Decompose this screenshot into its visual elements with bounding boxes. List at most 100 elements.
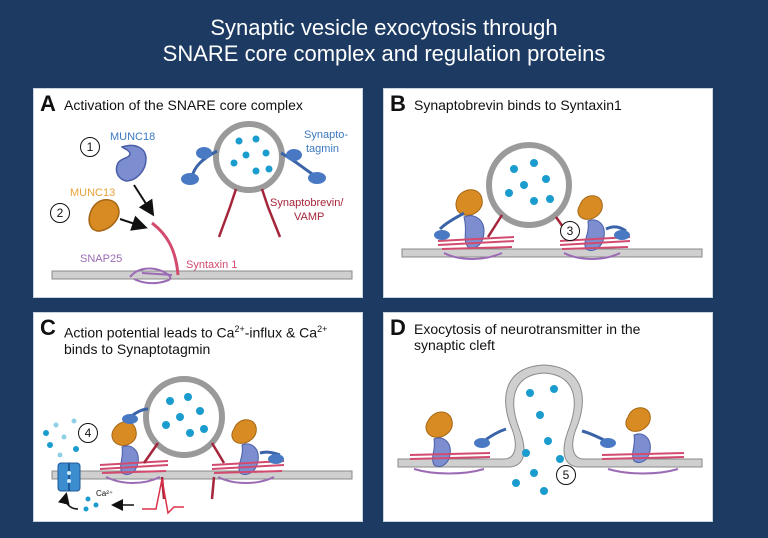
plasma-membrane (51, 270, 353, 280)
synaptotagmin-label-line1: Synapto- (304, 129, 349, 141)
panel-b-title: Synaptobrevin binds to Syntaxin1 (414, 97, 622, 113)
neurotransmitter-dot (262, 149, 270, 157)
calcium-ion (93, 502, 99, 508)
neurotransmitter-dot (536, 411, 544, 419)
munc18-protein (115, 144, 147, 182)
fused-vesicle-membrane (397, 364, 703, 468)
figure-title-line2: SNARE core complex and regulation protei… (162, 41, 606, 66)
neurotransmitter-dot (235, 137, 243, 145)
neurotransmitter-dot (556, 455, 564, 463)
calcium-ion (43, 430, 49, 436)
arrow-munc13-to-syntaxin (119, 215, 148, 231)
synaptobrevin-right (210, 442, 226, 500)
snare-complex-left (99, 460, 169, 474)
step-5-badge: 5 (556, 465, 576, 485)
syntaxin-label: Syntaxin 1 (186, 259, 238, 271)
neurotransmitter-dot (544, 437, 552, 445)
munc13-protein (88, 199, 120, 232)
calcium-ion (57, 452, 63, 458)
neurotransmitter-dot (540, 487, 548, 495)
panel-c-title: Action potential leads to Ca2+-influx & … (64, 324, 328, 357)
neurotransmitter-dot (512, 479, 520, 487)
snap25-right (563, 252, 621, 260)
synaptotagmin-left (483, 427, 507, 443)
step-3-badge: 3 (560, 221, 580, 241)
plasma-membrane (401, 248, 703, 258)
panel-c-illustration (43, 376, 353, 515)
snap25-right (607, 468, 679, 475)
panel-b: B Synaptobrevin binds to Syntaxin1 3 (383, 88, 713, 298)
snap25-right (217, 476, 275, 484)
synaptotagmin-left (438, 211, 465, 231)
neurotransmitter-dot (162, 421, 170, 429)
munc13-protein-left (111, 421, 137, 446)
synaptotagmin-right (605, 225, 627, 233)
figure-title-line1: Synaptic vesicle exocytosis through (210, 15, 558, 40)
action-potential-trace (142, 478, 184, 515)
panel-d-letter: D (390, 315, 406, 340)
neurotransmitter-dot (176, 413, 184, 421)
neurotransmitter-dot (530, 197, 538, 205)
calcium-ion (53, 422, 59, 428)
snap25-protein (129, 267, 172, 285)
snare-complex-left (409, 452, 491, 460)
neurotransmitter-dot (166, 397, 174, 405)
synaptobrevin-label-line2: VAMP (294, 211, 325, 223)
calcium-ion (85, 496, 91, 502)
snap25-left (413, 468, 485, 475)
neurotransmitter-dot (230, 159, 238, 167)
panel-c: C Action potential leads to Ca2+-influx … (33, 312, 363, 522)
munc13-protein-right (231, 419, 257, 444)
panel-a-illustration (51, 121, 353, 285)
calcium-ion (83, 506, 89, 512)
munc18-protein-right (238, 443, 259, 475)
neurotransmitter-dot (184, 393, 192, 401)
neurotransmitter-dot (522, 449, 530, 457)
panel-b-letter: B (390, 91, 406, 116)
munc18-protein-right (632, 433, 651, 464)
arrow-munc18-to-syntaxin (133, 184, 155, 217)
neurotransmitter-dot (186, 429, 194, 437)
plasma-membrane (51, 470, 353, 480)
synaptobrevin-label-line1: Synaptobrevin/ (270, 197, 344, 209)
calcium-ion (71, 418, 77, 424)
munc18-protein-left (120, 445, 139, 476)
calcium-influx-arrow (58, 492, 79, 510)
neurotransmitter-dot (550, 385, 558, 393)
neurotransmitter-dot (526, 389, 534, 397)
snap25-left (105, 476, 161, 484)
calcium-ion (73, 446, 79, 452)
synaptobrevin-right (260, 188, 282, 238)
step-1-badge: 1 (80, 137, 100, 157)
neurotransmitter-dot (530, 159, 538, 167)
neurotransmitter-dot (546, 195, 554, 203)
snare-complex-left (437, 236, 515, 250)
panel-d-illustration (397, 364, 703, 495)
neurotransmitter-dot (242, 151, 250, 159)
snap25-label: SNAP25 (80, 253, 123, 265)
calcium-ion-label: Ca²⁺ (96, 489, 114, 498)
neurotransmitter-dot (530, 469, 538, 477)
panel-a-letter: A (40, 91, 56, 116)
neurotransmitter-dot (252, 167, 260, 175)
snap25-left (443, 252, 503, 260)
munc13-protein-left (455, 189, 483, 216)
munc13-protein-left (425, 411, 453, 438)
syntaxin-1 (151, 221, 180, 276)
neurotransmitter-dot (200, 425, 208, 433)
synaptic-vesicle (486, 142, 572, 228)
panel-c-letter: C (40, 315, 56, 340)
step-4-badge: 4 (78, 423, 98, 443)
synaptobrevin-left (217, 188, 238, 238)
snare-complex-right (601, 452, 685, 460)
neurotransmitter-dot (505, 189, 513, 197)
neurotransmitter-dot (252, 135, 260, 143)
calcium-ion (61, 434, 67, 440)
munc13-protein-right (625, 407, 651, 432)
synaptotagmin-label-line2: tagmin (306, 143, 340, 155)
calcium-ion (47, 442, 53, 448)
munc13-label: MUNC13 (70, 187, 116, 199)
neurotransmitter-dot (196, 407, 204, 415)
